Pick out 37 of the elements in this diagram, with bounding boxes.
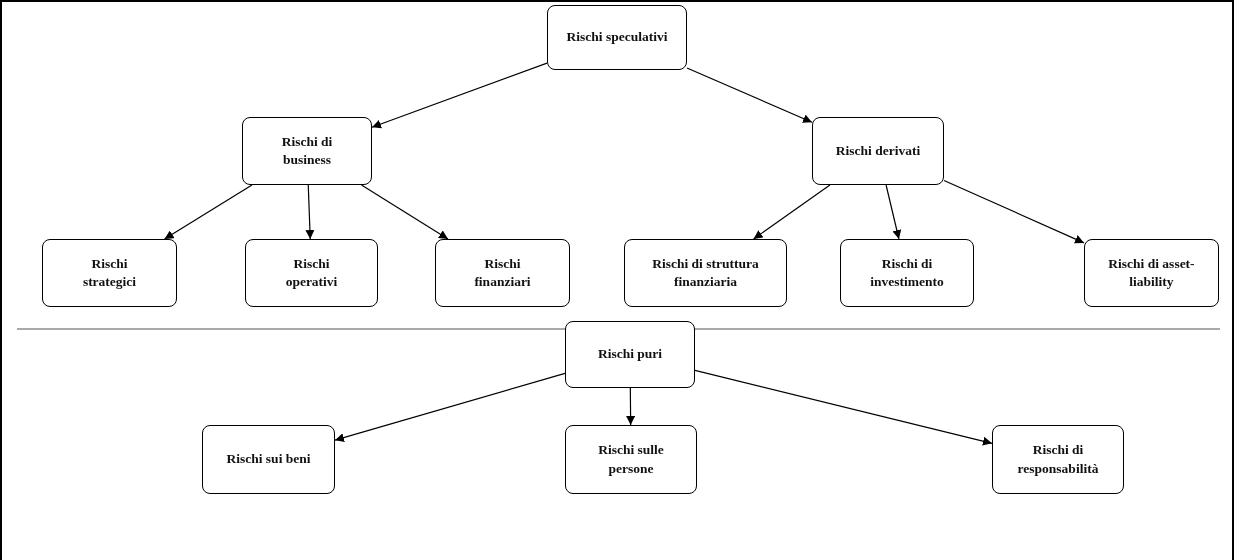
- arrow: [163, 184, 253, 240]
- box-label: Rischi di struttura finanziaria: [651, 254, 760, 291]
- arrow: [626, 387, 636, 426]
- box-label: Rischi di responsabilità: [1016, 441, 1100, 478]
- box-label: Rischi speculativi: [566, 28, 668, 47]
- arrow: [752, 184, 831, 240]
- box-label: Rischi sui beni: [226, 450, 311, 469]
- box-label: Rischi strategici: [81, 254, 138, 291]
- category-box: [992, 425, 1124, 494]
- arrow: [334, 372, 566, 442]
- arrow: [371, 62, 548, 129]
- box-label: Rischi di asset-liability: [1107, 254, 1196, 291]
- arrow: [305, 184, 315, 240]
- category-box: [245, 239, 378, 307]
- category-box: [812, 117, 944, 185]
- box-label: Rischi finanziari: [473, 254, 532, 291]
- box-label: Rischi sulle persone: [597, 441, 665, 478]
- box-label: Rischi operativi: [284, 254, 339, 291]
- category-box: [565, 425, 697, 494]
- category-box: [547, 5, 687, 70]
- arrow: [694, 369, 993, 446]
- category-box: [1084, 239, 1219, 307]
- category-box: [840, 239, 974, 307]
- category-box: [435, 239, 570, 307]
- category-box: [624, 239, 787, 307]
- arrow: [943, 179, 1085, 244]
- box-label: Rischi derivati: [835, 141, 921, 160]
- arrow: [885, 184, 902, 240]
- category-box: [242, 117, 372, 185]
- arrow: [360, 184, 449, 240]
- arrow: [686, 67, 813, 123]
- category-box: [202, 425, 335, 494]
- box-label: Rischi di investimento: [869, 254, 945, 291]
- box-label: Rischi di business: [280, 132, 334, 169]
- category-box: [565, 321, 695, 388]
- category-box: [42, 239, 177, 307]
- box-label: Rischi puri: [597, 345, 663, 364]
